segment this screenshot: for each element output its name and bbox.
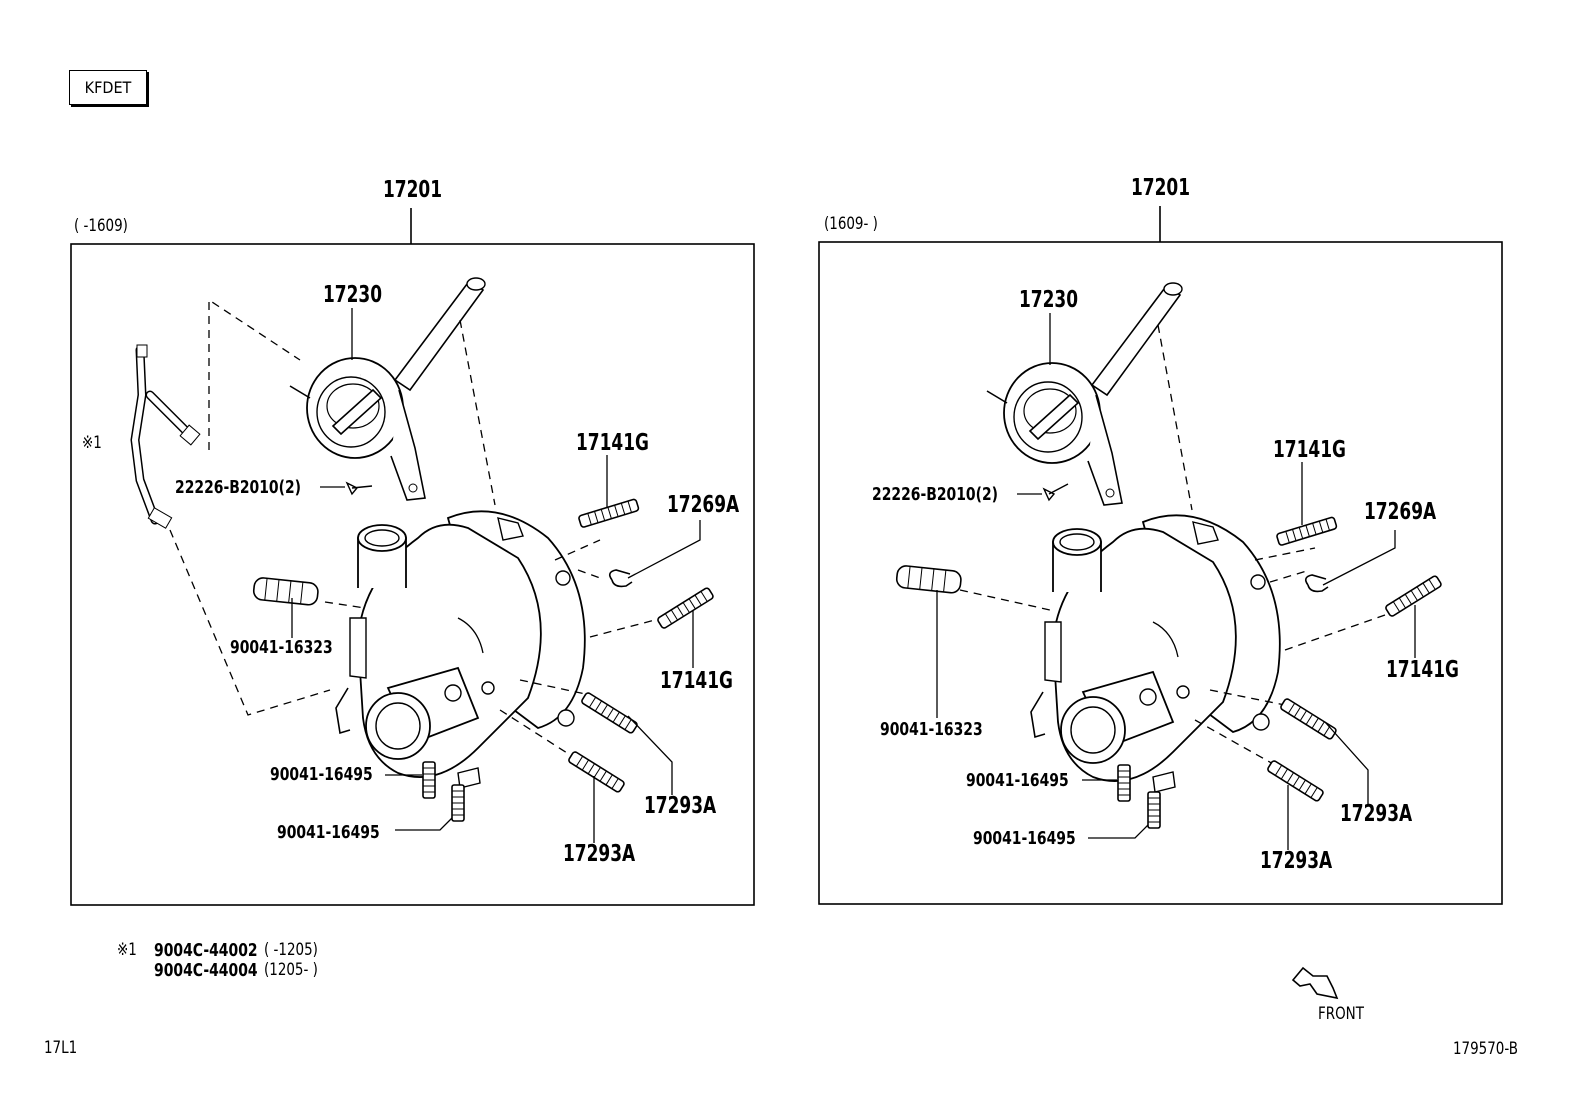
right-label-stud-lower-a: 17293A bbox=[1340, 801, 1413, 827]
left-label-stud-upper: 17141G bbox=[576, 430, 649, 456]
left-label-bolt-a: 90041-16495 bbox=[270, 764, 373, 785]
footnote-range-2: (1205- ) bbox=[264, 960, 318, 980]
footnote-marker: ※1 bbox=[117, 940, 137, 960]
left-label-hose-ref: ※1 bbox=[82, 433, 102, 453]
left-label-screw: 22226-B2010(2) bbox=[175, 477, 302, 498]
left-label-stud-lower-b: 17293A bbox=[563, 841, 636, 867]
figure-number: 179570-B bbox=[1453, 1039, 1518, 1059]
footnote-range-1: ( -1205) bbox=[264, 940, 318, 960]
left-assembly-number: 17201 bbox=[383, 177, 443, 203]
right-label-stud-upper: 17141G bbox=[1273, 437, 1346, 463]
right-label-actuator: 17230 bbox=[1019, 287, 1079, 313]
left-label-plug: 90041-16323 bbox=[230, 637, 333, 658]
page-code: 17L1 bbox=[44, 1038, 78, 1058]
left-label-actuator: 17230 bbox=[323, 282, 383, 308]
right-label-bolt-b: 90041-16495 bbox=[973, 828, 1076, 849]
left-production-range: ( -1609) bbox=[74, 216, 128, 236]
engine-code-box: KFDET bbox=[69, 70, 147, 105]
right-label-stud-mid: 17141G bbox=[1386, 657, 1459, 683]
left-label-stud-mid: 17141G bbox=[660, 668, 733, 694]
right-label-screw: 22226-B2010(2) bbox=[872, 484, 999, 505]
right-label-plug: 90041-16323 bbox=[880, 719, 983, 740]
left-label-stud-lower-a: 17293A bbox=[644, 793, 717, 819]
right-label-stud-lower-b: 17293A bbox=[1260, 848, 1333, 874]
front-direction-label: FRONT bbox=[1318, 1004, 1364, 1024]
left-label-clip: 17269A bbox=[667, 492, 740, 518]
footnote-part-2: 9004C-44004 bbox=[154, 960, 258, 981]
left-label-bolt-b: 90041-16495 bbox=[277, 822, 380, 843]
right-assembly-number: 17201 bbox=[1131, 175, 1191, 201]
right-production-range: (1609- ) bbox=[824, 214, 878, 234]
footnote-part-1: 9004C-44002 bbox=[154, 940, 258, 961]
right-label-clip: 17269A bbox=[1364, 499, 1437, 525]
right-label-bolt-a: 90041-16495 bbox=[966, 770, 1069, 791]
